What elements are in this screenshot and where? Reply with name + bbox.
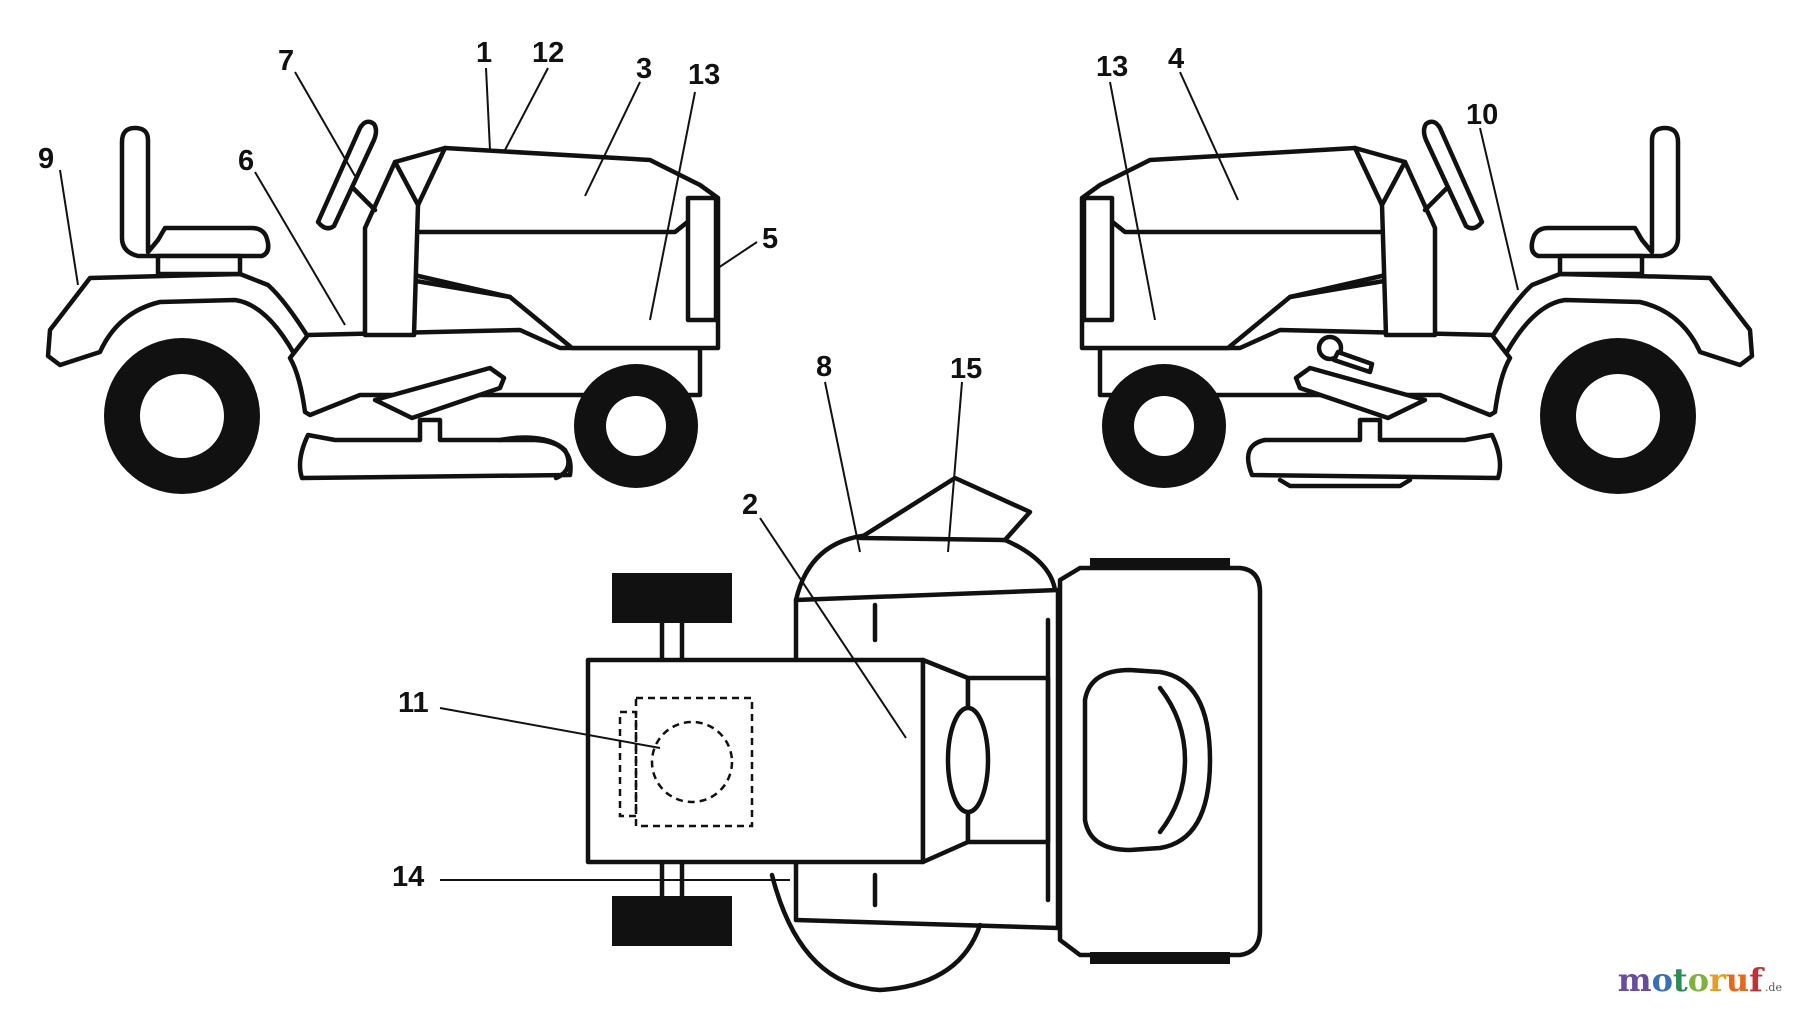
leader-11 [439, 707, 661, 749]
callout-2: 2 [742, 489, 758, 521]
steering-wheel-left [315, 119, 379, 231]
seat-left [119, 125, 271, 259]
callout-7: 7 [278, 45, 294, 77]
hood-side-panel-right [1107, 145, 1389, 300]
front-wheel-hub-right [1134, 396, 1194, 456]
leader-15 [947, 381, 963, 553]
top-steering-wheel [945, 705, 991, 815]
callout-13b: 13 [1096, 51, 1128, 83]
callout-1: 1 [476, 37, 492, 69]
rear-fender-left [45, 271, 348, 368]
leader-1 [485, 67, 491, 151]
top-hood-grille-inner [1157, 685, 1188, 835]
tractor-left-side-view [45, 119, 721, 494]
top-rear-wheel-lower [612, 896, 732, 946]
top-rear-body [585, 657, 926, 865]
front-wheel-hub-left [606, 396, 666, 456]
leader-9 [59, 169, 79, 286]
hood-right [1079, 145, 1408, 351]
callout-9: 9 [38, 143, 54, 175]
leader-3 [584, 81, 641, 197]
hood-left [392, 145, 721, 351]
steering-column-right [1422, 182, 1453, 213]
mower-deck-left [297, 417, 573, 481]
watermark-letters: motoruf [1618, 961, 1763, 999]
watermark-letter: r [1709, 961, 1726, 999]
callout-11: 11 [398, 687, 429, 719]
tractor-right-side-view [1079, 119, 1755, 494]
leader-13b [1109, 81, 1156, 321]
top-rear-wheel-upper [612, 573, 732, 623]
watermark-letter: m [1617, 961, 1652, 999]
mower-deck-right [1245, 417, 1503, 481]
leader-10 [1479, 127, 1519, 291]
rear-wheel-hub-left [140, 374, 224, 458]
callout-8: 8 [816, 351, 832, 383]
lift-pedal-right [1293, 365, 1428, 421]
leader-12 [504, 67, 549, 151]
rear-wheel-hub-right [1576, 374, 1660, 458]
callout-15: 15 [950, 353, 982, 385]
deck-chute-left [497, 435, 571, 481]
callout-5: 5 [762, 223, 778, 255]
leader-5 [717, 241, 758, 269]
leader-7 [294, 71, 356, 177]
top-front-bumper-lower [1090, 952, 1230, 964]
watermark-logo: motoruf.de [1618, 961, 1782, 999]
headlight-panel-left [685, 195, 719, 323]
callout-6: 6 [238, 145, 254, 177]
leader-2 [759, 517, 907, 739]
top-front-bumper-upper [1090, 558, 1230, 570]
top-deck-arc [769, 872, 983, 993]
watermark-letter: o [1687, 961, 1710, 999]
watermark-letter: o [1651, 961, 1673, 999]
deck-skirt-right [1277, 477, 1413, 489]
steering-wheel-right [1421, 119, 1485, 231]
leader-lines [59, 67, 1519, 881]
lift-pedal-left [372, 365, 507, 421]
leader-13a [649, 91, 696, 321]
top-hood-grille [1082, 667, 1213, 853]
callout-13a: 13 [688, 59, 720, 91]
watermark-suffix: .de [1764, 981, 1782, 994]
callout-4: 4 [1168, 43, 1184, 75]
watermark-letter: t [1672, 961, 1688, 999]
hood-side-panel-left [411, 145, 693, 300]
seat-post-left [155, 253, 243, 277]
callout-3: 3 [636, 53, 652, 85]
seat-right [1529, 125, 1681, 259]
dash-column-left [362, 159, 421, 338]
top-fuel-cap-dashed [650, 720, 734, 804]
headlight-panel-right [1081, 195, 1115, 323]
callout-12: 12 [532, 37, 564, 69]
seat-post-right [1557, 253, 1645, 277]
dash-column-right [1379, 159, 1438, 338]
rear-fender-right [1452, 271, 1755, 368]
callout-labels: 1 12 3 13 7 6 9 5 13 4 10 8 15 2 11 14 [38, 37, 1498, 893]
ignition-key-shaft-right [1331, 349, 1375, 375]
callout-10: 10 [1466, 99, 1498, 131]
callout-14: 14 [392, 861, 424, 893]
watermark-letter: u [1725, 961, 1750, 999]
leader-6 [254, 171, 346, 326]
watermark-letter: f [1749, 961, 1763, 999]
leader-8 [824, 381, 861, 553]
steering-column-left [347, 182, 378, 213]
leader-4 [1179, 71, 1239, 201]
top-discharge-chute [857, 475, 1033, 543]
tractor-top-view [585, 475, 1263, 993]
